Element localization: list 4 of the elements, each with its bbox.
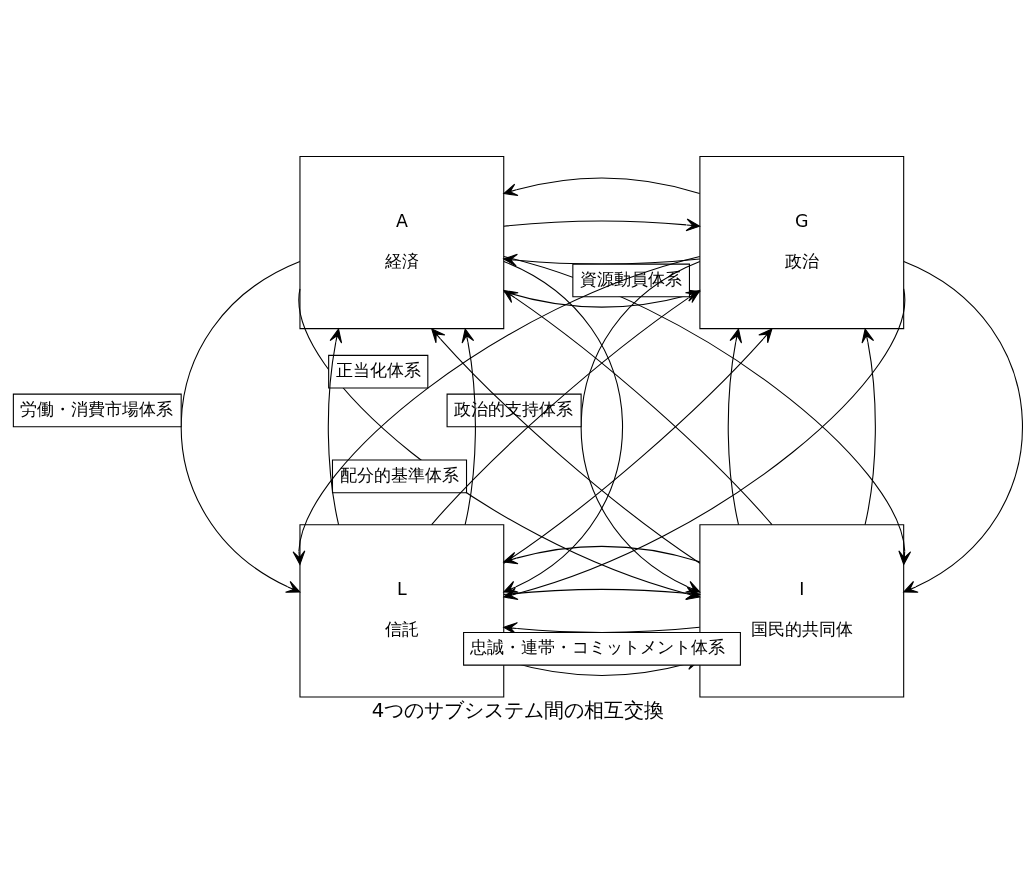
edge-label: 正当化体系 bbox=[335, 359, 421, 380]
edge-label: 配分的基準体系 bbox=[339, 464, 459, 485]
edge-label: 労働・消費市場体系 bbox=[19, 398, 173, 419]
caption: 4つのサブシステム間の相互交換 bbox=[371, 699, 664, 723]
